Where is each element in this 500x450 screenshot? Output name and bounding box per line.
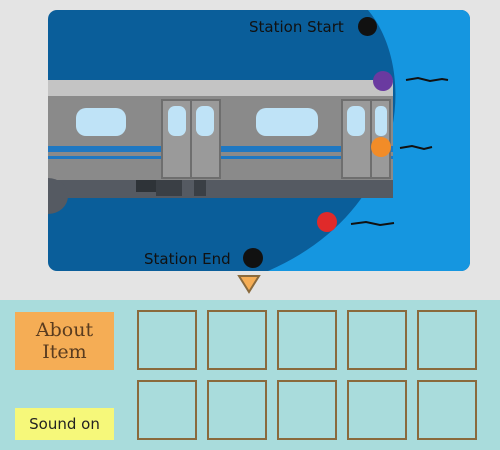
inventory-slot[interactable] xyxy=(207,380,267,440)
sound-toggle-button[interactable]: Sound on xyxy=(15,408,114,440)
station-end-label: Station End xyxy=(144,250,231,268)
down-arrow-icon[interactable] xyxy=(237,274,261,294)
waypoint-red-marker[interactable] xyxy=(317,212,337,232)
inventory-slot[interactable] xyxy=(417,310,477,370)
waypoint-purple-marker[interactable] xyxy=(373,71,393,91)
inventory-slot[interactable] xyxy=(277,310,337,370)
inventory-slot[interactable] xyxy=(417,380,477,440)
station-end-marker[interactable] xyxy=(243,248,263,268)
station-start-marker[interactable] xyxy=(358,17,377,36)
inventory-slot[interactable] xyxy=(207,310,267,370)
inventory-slot[interactable] xyxy=(347,310,407,370)
waypoint-orange-marker[interactable] xyxy=(371,137,391,157)
station-start-label: Station Start xyxy=(249,18,344,36)
train-scene xyxy=(48,10,470,271)
about-item-button[interactable]: About Item xyxy=(15,312,114,370)
inventory-slot[interactable] xyxy=(137,310,197,370)
inventory-slot[interactable] xyxy=(347,380,407,440)
inventory-slot[interactable] xyxy=(277,380,337,440)
inventory-slot[interactable] xyxy=(137,380,197,440)
